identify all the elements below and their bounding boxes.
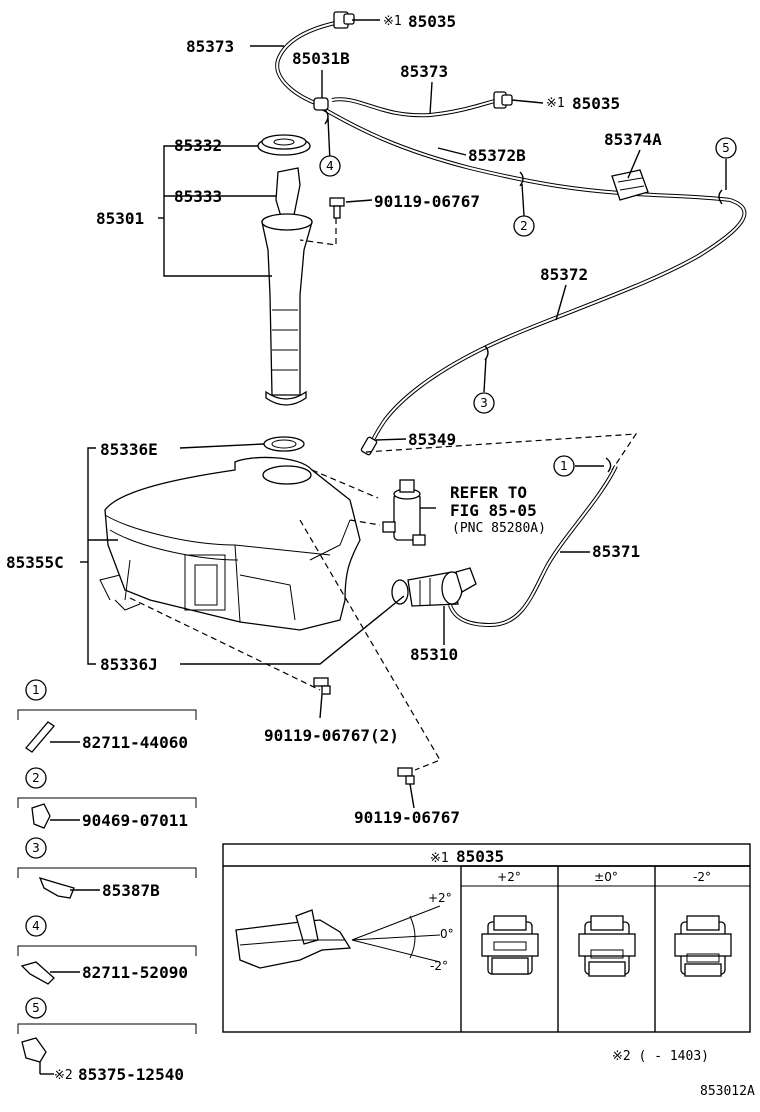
nozzle-front-minus2 (674, 915, 732, 977)
svg-text:1: 1 (560, 459, 568, 473)
svg-text:2: 2 (520, 219, 528, 233)
figure-code: 853012A (700, 1084, 755, 1099)
column-header-plus2: +2° (497, 870, 521, 884)
label-85374A: 85374A (604, 130, 662, 149)
bolt-mid (313, 677, 331, 695)
svg-text:4: 4 (32, 919, 40, 933)
note-mark: ※1 (383, 14, 402, 29)
svg-text:4: 4 (326, 159, 334, 173)
label-85372: 85372 (540, 265, 588, 284)
label-90119-mid: 90119-06767(2) (264, 726, 399, 745)
callout-3: 3 (473, 392, 495, 414)
label-85355C: 85355C (6, 553, 64, 572)
washer-tank (99, 433, 638, 771)
part-labels: ※1 85035 85373 85031B 85373 ※1 85035 853… (6, 12, 662, 827)
legend-item-1: 1 82711-44060 (17, 679, 197, 753)
upper-hose-assembly (275, 11, 747, 456)
callout-2: 2 (513, 215, 535, 237)
washer-pump (391, 567, 477, 607)
angle-zero: 0° (440, 927, 454, 941)
column-header-minus2: -2° (693, 870, 711, 884)
nozzle-top (333, 11, 355, 29)
nozzle-spray-illustration: +2° 0° -2° (235, 891, 454, 973)
nozzle-right (493, 91, 513, 109)
label-85310: 85310 (410, 645, 458, 664)
leader-lines (80, 19, 727, 809)
label-85373-right: 85373 (400, 62, 448, 81)
callout-4: 4 (319, 155, 341, 177)
legend-part-1: 82711-44060 (82, 733, 188, 752)
legend-item-5: 5 ※2 85375-12540 (17, 997, 197, 1084)
label-85035-right: 85035 (572, 94, 620, 113)
label-85372B: 85372B (468, 146, 526, 165)
legend-part-4: 82711-52090 (82, 963, 188, 982)
column-header-zero: ±0° (594, 870, 618, 884)
legend-note-mark: ※2 (54, 1068, 73, 1083)
nozzle-front-plus2 (481, 915, 539, 975)
note-mark: ※1 (546, 96, 565, 111)
legend-item-2: 2 90469-07011 (17, 767, 197, 830)
legend: 1 82711-44060 2 90469-07011 3 85387B (17, 679, 197, 1084)
inset-title-mark: ※1 (430, 851, 449, 866)
angle-minus2: -2° (430, 959, 448, 973)
referenced-motor (382, 479, 426, 546)
legend-part-2: 90469-07011 (82, 811, 188, 830)
bolt-top (329, 197, 345, 219)
svg-text:1: 1 (32, 683, 40, 697)
label-90119-top: 90119-06767 (374, 192, 480, 211)
label-85035-top: 85035 (408, 12, 456, 31)
nozzle-angle-table: ※1 85035 +2° ±0° -2° +2° 0° -2° (222, 843, 751, 1033)
refer-line-1: REFER TO (450, 483, 527, 502)
svg-text:3: 3 (32, 841, 40, 855)
label-85301: 85301 (96, 209, 144, 228)
callout-5: 5 (715, 137, 737, 159)
nozzle-front-zero (578, 915, 636, 977)
connector-85349 (360, 436, 378, 456)
refer-line-2: FIG 85-05 (450, 501, 537, 520)
legend-part-3: 85387B (102, 881, 160, 900)
refer-line-3: (PNC 85280A) (452, 521, 546, 536)
bolt-bottom (397, 767, 415, 785)
label-85031B: 85031B (292, 49, 350, 68)
label-85371: 85371 (592, 542, 640, 561)
legend-item-3: 3 85387B (17, 837, 197, 900)
label-85332: 85332 (174, 136, 222, 155)
label-85373-left: 85373 (186, 37, 234, 56)
joint-85031B (313, 97, 329, 111)
label-85349: 85349 (408, 430, 456, 449)
legend-part-5: 85375-12540 (78, 1065, 184, 1084)
label-85336J: 85336J (100, 655, 158, 674)
legend-item-4: 4 82711-52090 (17, 915, 197, 985)
inset-title-part: 85035 (456, 847, 504, 866)
label-85333: 85333 (174, 187, 222, 206)
svg-text:2: 2 (32, 771, 40, 785)
footnote: ※2 ( - 1403) (612, 1049, 709, 1064)
label-85336E: 85336E (100, 440, 158, 459)
svg-text:5: 5 (32, 1001, 40, 1015)
angle-plus2: +2° (428, 891, 452, 905)
callout-1: 1 (553, 455, 575, 477)
label-90119-bottom: 90119-06767 (354, 808, 460, 827)
svg-text:3: 3 (480, 396, 488, 410)
svg-text:5: 5 (722, 141, 730, 155)
